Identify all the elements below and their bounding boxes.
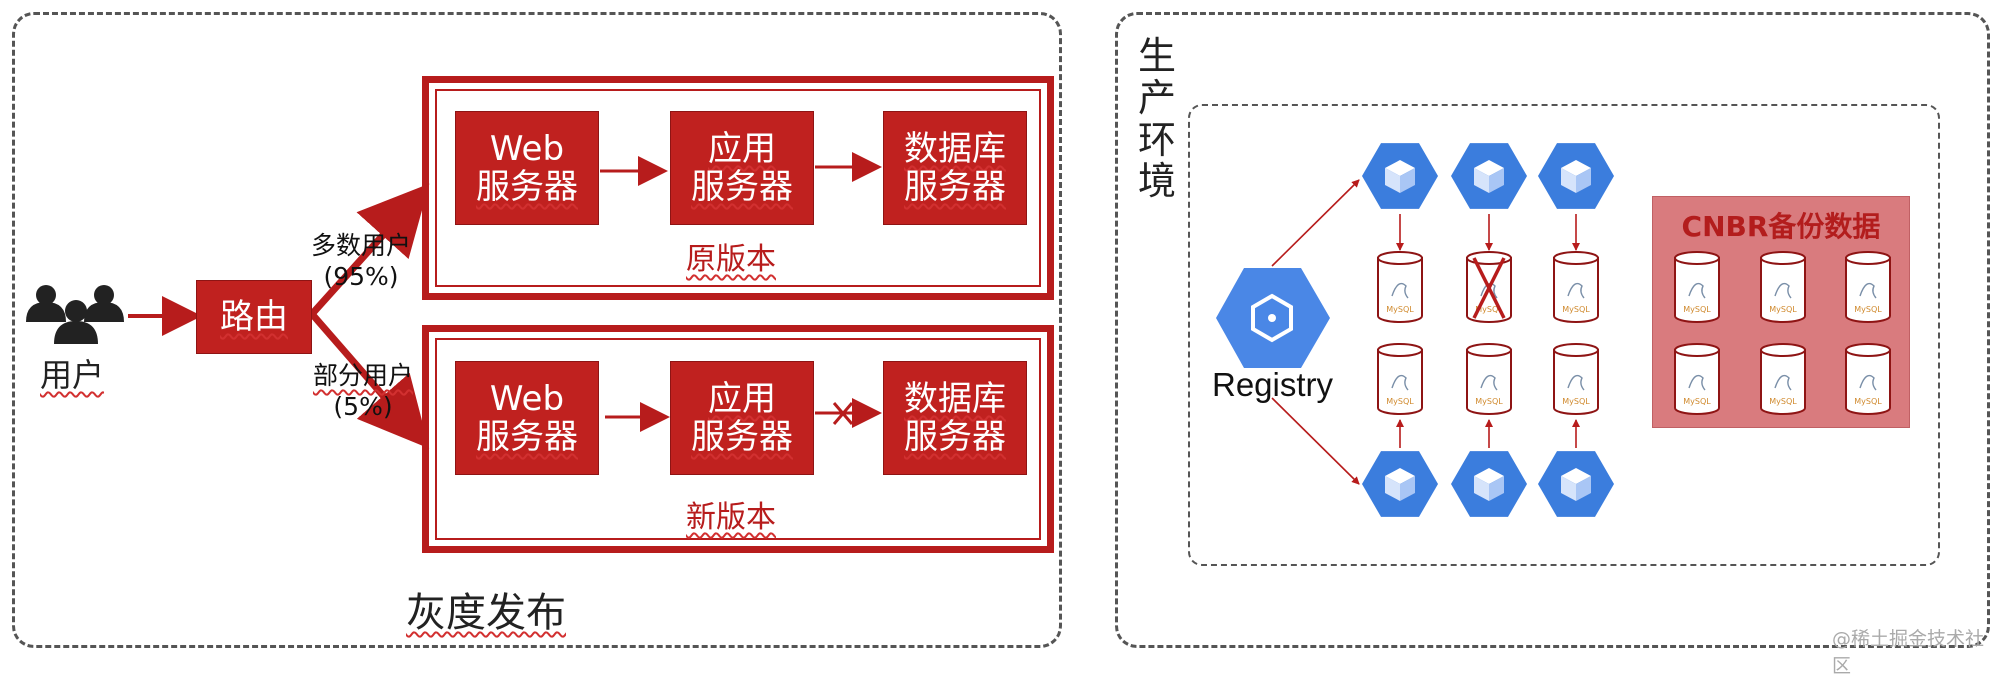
mysql-label: MySQL: [1562, 397, 1590, 406]
majority-users-label: 多数用户 (95%): [310, 231, 411, 292]
edge-registry-top: [1271, 179, 1360, 267]
compute-node-icon: [1538, 143, 1614, 209]
backup-title: CNBR备份数据: [1681, 210, 1881, 243]
edge-router-new: [309, 311, 430, 449]
mysql-label: MySQL: [1475, 397, 1503, 406]
mysql-database-icon: MySQL: [1466, 343, 1512, 415]
compute-node-icon: [1538, 451, 1614, 517]
cnbr-backup-panel: CNBR备份数据: [1652, 196, 1910, 428]
old-db-server: 数据库服务器: [883, 111, 1027, 225]
new-version-frame: [422, 325, 1054, 553]
blocked-x-icon: [832, 402, 854, 425]
compute-node-icon: [1362, 451, 1438, 517]
mysql-database-icon: MySQL: [1377, 343, 1423, 415]
compute-node-icon: [1362, 143, 1438, 209]
old-app-server: 应用服务器: [670, 111, 814, 225]
mysql-label: MySQL: [1562, 305, 1590, 314]
edge-router-old: [309, 183, 430, 317]
compute-node-icon: [1451, 143, 1527, 209]
mysql-database-icon: MySQL: [1553, 251, 1599, 323]
compute-node-icon: [1451, 451, 1527, 517]
registry-label: Registry: [1212, 366, 1334, 403]
edge-registry-bottom: [1271, 397, 1360, 485]
cluster-boundary: [1188, 104, 1940, 566]
old-version-label: 原版本: [686, 242, 776, 277]
mysql-database-icon: MySQL: [1377, 251, 1423, 323]
router-node: 路由: [196, 280, 312, 354]
mysql-database-icon: MySQL: [1553, 343, 1599, 415]
watermark: @稀土掘金技术社区: [1832, 628, 1985, 677]
canary-release-panel: [12, 12, 1062, 648]
new-app-server: 应用服务器: [670, 361, 814, 475]
new-db-server: 数据库服务器: [883, 361, 1027, 475]
registry-icon: [1216, 268, 1330, 368]
canary-release-caption: 灰度发布: [406, 590, 566, 636]
mysql-label: MySQL: [1475, 305, 1503, 314]
minority-users-label: 部分用户 (5%): [312, 361, 413, 422]
failed-x-icon: [1472, 257, 1506, 319]
users-label: 用户: [40, 356, 105, 394]
users-group-icon: [26, 285, 124, 344]
mysql-label: MySQL: [1386, 305, 1414, 314]
mysql-label: MySQL: [1386, 397, 1414, 406]
old-version-frame: [422, 76, 1054, 300]
new-version-label: 新版本: [686, 500, 776, 535]
production-environment-title: 生 产 环 境: [1137, 34, 1176, 204]
production-environment-panel: [1115, 12, 1990, 648]
